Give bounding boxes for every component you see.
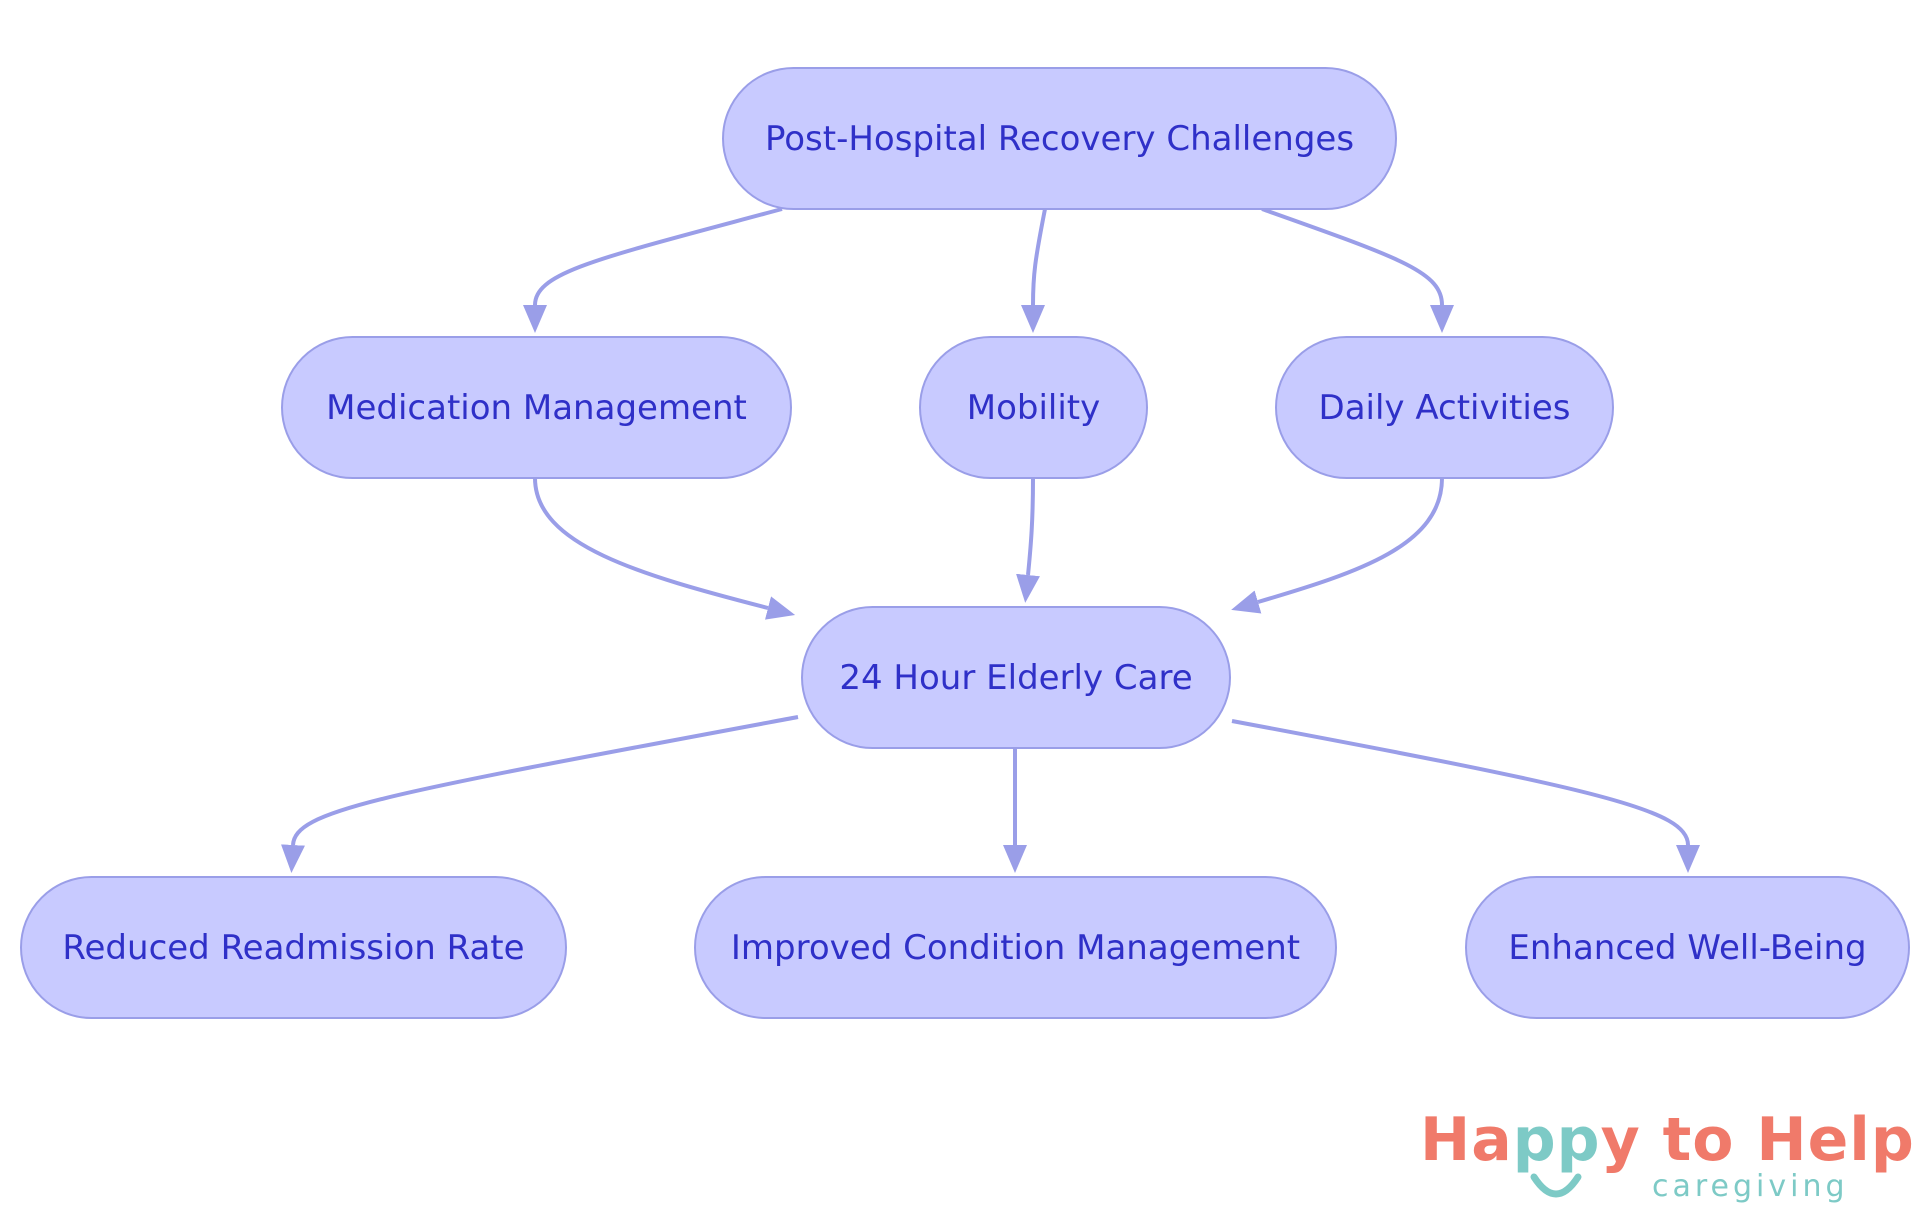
node-label: Mobility <box>966 387 1101 428</box>
edge-care-wellbeing <box>1231 719 1700 873</box>
node-24-hour-elderly-care: 24 Hour Elderly Care <box>801 606 1231 749</box>
edge-care-readmission <box>281 715 799 873</box>
edge-root-daily <box>1261 207 1454 333</box>
logo-wordmark: Happy to Help <box>1420 1105 1915 1175</box>
node-label: Enhanced Well-Being <box>1508 927 1867 968</box>
node-label: Improved Condition Management <box>730 927 1301 968</box>
node-label: Medication Management <box>326 387 747 428</box>
node-improved-condition-management: Improved Condition Management <box>694 876 1337 1019</box>
node-post-hospital-recovery-challenges: Post-Hospital Recovery Challenges <box>722 67 1397 210</box>
node-daily-activities: Daily Activities <box>1275 336 1614 479</box>
edge-root-medication <box>523 207 783 333</box>
smile-icon <box>1530 1173 1582 1198</box>
edge-root-mobility <box>1021 208 1047 333</box>
logo-text-part3: y to Help <box>1600 1105 1915 1175</box>
node-label: 24 Hour Elderly Care <box>839 657 1193 698</box>
edge-medication-care <box>533 477 796 620</box>
node-label: Daily Activities <box>1318 387 1571 428</box>
node-enhanced-well-being: Enhanced Well-Being <box>1465 876 1910 1019</box>
node-medication-management: Medication Management <box>281 336 792 479</box>
edge-daily-care <box>1231 477 1444 614</box>
node-reduced-readmission-rate: Reduced Readmission Rate <box>20 876 567 1019</box>
logo-text-part2: pp <box>1512 1105 1601 1175</box>
edge-mobility-care <box>1016 477 1040 603</box>
logo-text-part1: Ha <box>1420 1105 1513 1175</box>
logo-tagline: caregiving <box>1652 1169 1849 1204</box>
node-mobility: Mobility <box>919 336 1148 479</box>
node-label: Reduced Readmission Rate <box>62 927 525 968</box>
node-label: Post-Hospital Recovery Challenges <box>764 118 1355 159</box>
happy-to-help-logo: Happy to Help caregiving <box>1420 1105 1914 1215</box>
